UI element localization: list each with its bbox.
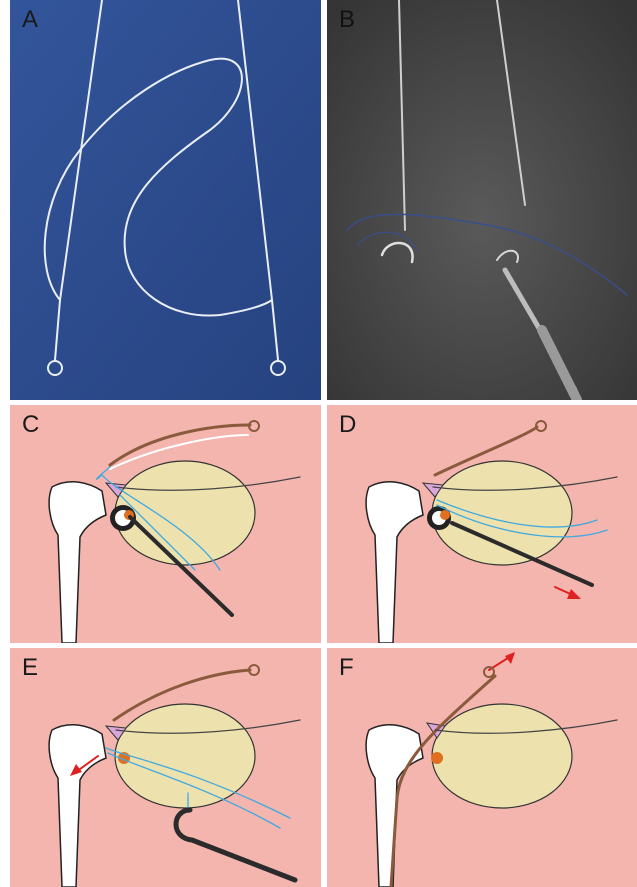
panel-b-photo: B	[327, 0, 637, 400]
schematic-f-drawing	[327, 648, 637, 887]
panel-e-schematic: E	[10, 648, 321, 887]
panel-label-d: D	[339, 413, 356, 437]
schematic-d-drawing	[327, 405, 637, 643]
panel-f-schematic: F	[327, 648, 637, 887]
needle-suture-photo	[327, 0, 637, 400]
lens-ellipse	[115, 461, 255, 565]
panel-d-schematic: D	[327, 405, 637, 643]
panel-label-b: B	[339, 8, 355, 32]
panel-a-photo: A	[10, 0, 321, 400]
schematic-e-drawing	[10, 648, 321, 887]
panel-label-c: C	[22, 413, 39, 437]
lens-ellipse	[432, 704, 572, 808]
schematic-c-drawing	[10, 405, 321, 643]
panel-c-schematic: C	[10, 405, 321, 643]
looped-wire-photo	[10, 0, 321, 400]
panel-label-f: F	[339, 656, 354, 680]
panel-label-e: E	[22, 656, 38, 680]
panel-label-a: A	[22, 8, 38, 32]
